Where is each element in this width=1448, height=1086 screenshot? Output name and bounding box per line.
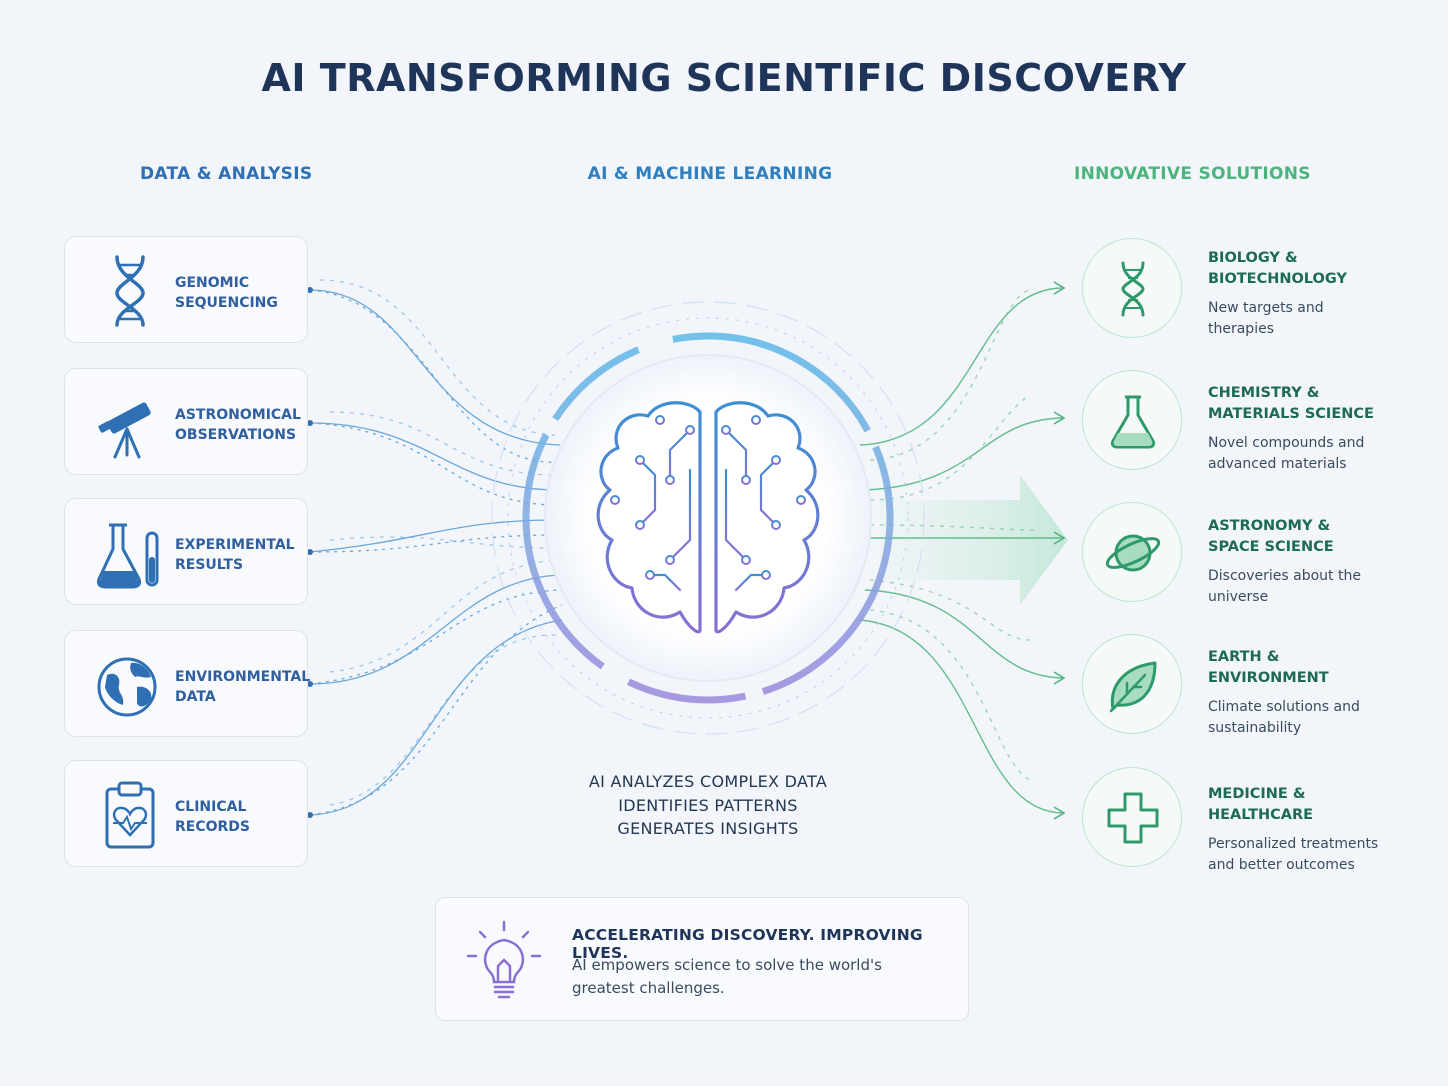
column-heading-solutions: INNOVATIVE SOLUTIONS	[1074, 164, 1311, 184]
solution-desc: Climate solutions and sustainability	[1208, 699, 1360, 736]
caption-line: AI ANALYZES COMPLEX DATA	[588, 772, 828, 791]
brain-circuit-icon	[596, 401, 820, 634]
outgoing-arrowheads	[1053, 281, 1066, 820]
source-label: ASTRONOMICAL OBSERVATIONS	[175, 407, 301, 443]
outgoing-flow-lines	[859, 287, 1063, 814]
solution-title: BIOLOGY & BIOTECHNOLOGY	[1208, 250, 1347, 287]
solution-desc: Discoveries about the universe	[1208, 568, 1361, 605]
solution-biology: BIOLOGY & BIOTECHNOLOGY New targets and …	[1208, 248, 1428, 340]
solution-title: ASTRONOMY & SPACE SCIENCE	[1208, 518, 1334, 555]
leaf-icon	[1109, 661, 1157, 713]
source-label: ENVIRONMENTAL DATA	[175, 669, 311, 705]
solution-circle-earth	[1082, 634, 1182, 734]
source-connector-dots	[307, 287, 313, 818]
solution-circle-astronomy	[1082, 502, 1182, 602]
clipboard-heart-icon	[105, 781, 155, 849]
page-title: AI TRANSFORMING SCIENTIFIC DISCOVERY	[261, 56, 1187, 100]
center-caption: AI ANALYZES COMPLEX DATA IDENTIFIES PATT…	[508, 770, 908, 841]
solution-circle-biology	[1082, 238, 1182, 338]
solution-astronomy: ASTRONOMY & SPACE SCIENCE Discoveries ab…	[1208, 516, 1428, 608]
solution-title: EARTH & ENVIRONMENT	[1208, 649, 1329, 686]
banner-title: ACCELERATING DISCOVERY. IMPROVING LIVES.	[572, 926, 923, 962]
globe-icon	[97, 657, 157, 717]
source-label: GENOMIC SEQUENCING	[175, 275, 278, 311]
dna-icon	[115, 255, 145, 327]
solution-medicine: MEDICINE & HEALTHCARE Personalized treat…	[1208, 784, 1428, 876]
solution-desc: Novel compounds and advanced materials	[1208, 435, 1365, 472]
caption-line: IDENTIFIES PATTERNS	[618, 795, 798, 815]
summary-banner: ACCELERATING DISCOVERY. IMPROVING LIVES.…	[435, 897, 969, 1021]
medical-cross-icon	[1107, 792, 1159, 844]
solution-desc: New targets and therapies	[1208, 300, 1324, 337]
caption-line: GENERATES INSIGHTS	[617, 819, 799, 838]
flask-icon	[1110, 395, 1156, 449]
telescope-icon	[98, 402, 151, 459]
solution-circle-chemistry	[1082, 370, 1182, 470]
source-label: CLINICAL RECORDS	[175, 799, 251, 835]
solution-title: CHEMISTRY & MATERIALS SCIENCE	[1208, 385, 1374, 422]
solution-title: MEDICINE & HEALTHCARE	[1208, 786, 1314, 823]
flask-icon	[97, 523, 159, 589]
solution-chemistry: CHEMISTRY & MATERIALS SCIENCE Novel comp…	[1208, 383, 1428, 475]
source-card-clinical: CLINICAL RECORDS	[64, 760, 308, 867]
solution-circle-medicine	[1082, 767, 1182, 867]
source-card-astronomical: ASTRONOMICAL OBSERVATIONS	[64, 368, 308, 475]
source-card-genomic: GENOMIC SEQUENCING	[64, 236, 308, 343]
dna-icon	[1121, 261, 1145, 317]
hub-gradient-ring	[522, 332, 894, 704]
column-heading-ai: AI & MACHINE LEARNING	[587, 164, 833, 184]
solution-desc: Personalized treatments and better outco…	[1208, 836, 1379, 873]
planet-icon	[1105, 534, 1161, 572]
banner-desc: AI empowers science to solve the world's…	[572, 956, 882, 997]
lightbulb-icon	[466, 920, 542, 999]
incoming-flow-lines	[309, 279, 563, 816]
hub-dotted-ring	[507, 317, 909, 719]
source-card-environmental: ENVIRONMENTAL DATA	[64, 630, 311, 737]
source-label: EXPERIMENTAL RESULTS	[175, 537, 295, 573]
output-arrow-band	[880, 475, 1068, 605]
hub-core	[544, 354, 872, 682]
column-heading-data: DATA & ANALYSIS	[140, 164, 313, 184]
source-card-experimental: EXPERIMENTAL RESULTS	[64, 498, 308, 605]
solution-earth: EARTH & ENVIRONMENT Climate solutions an…	[1208, 647, 1428, 739]
hub-outer-dashed-ring	[491, 301, 925, 735]
